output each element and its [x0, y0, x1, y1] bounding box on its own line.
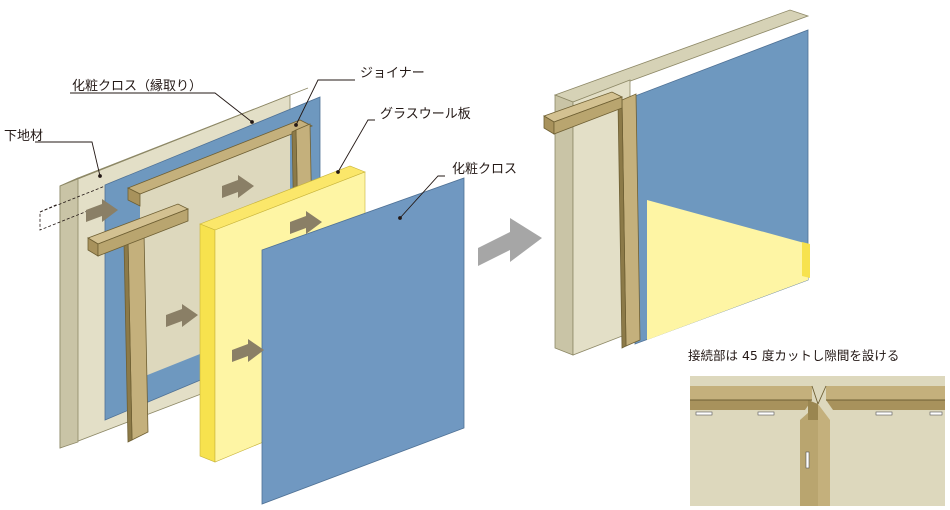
- label-glass-wool-board: グラスウール板: [380, 107, 471, 122]
- detail-caption: 接続部は 45 度カットし隙間を設ける: [688, 348, 899, 363]
- assembled-view: [543, 9, 810, 356]
- dashed-extension-outline: [39, 175, 131, 231]
- arrow-icon: [232, 339, 264, 362]
- arrow-icon: [222, 175, 254, 198]
- label-decor-cloth: 化粧クロス: [452, 162, 517, 177]
- assembly-arrows: [86, 175, 322, 362]
- decor-cloth-panel: [261, 177, 465, 505]
- exploded-view: 化粧クロス（縁取り） ジョイナー 下地材 グラスウール板 化粧クロス: [4, 66, 517, 505]
- leader-lines: [35, 79, 445, 220]
- arrow-icon: [290, 211, 322, 234]
- arrow-icon: [86, 199, 118, 222]
- joint-detail-inset: [690, 376, 945, 506]
- label-joiner: ジョイナー: [360, 66, 425, 81]
- arrow-icon: [166, 304, 198, 327]
- label-base-material: 下地材: [4, 129, 43, 144]
- label-decor-cloth-edge: 化粧クロス（縁取り）: [72, 78, 202, 94]
- transition-arrow-icon: [478, 218, 542, 266]
